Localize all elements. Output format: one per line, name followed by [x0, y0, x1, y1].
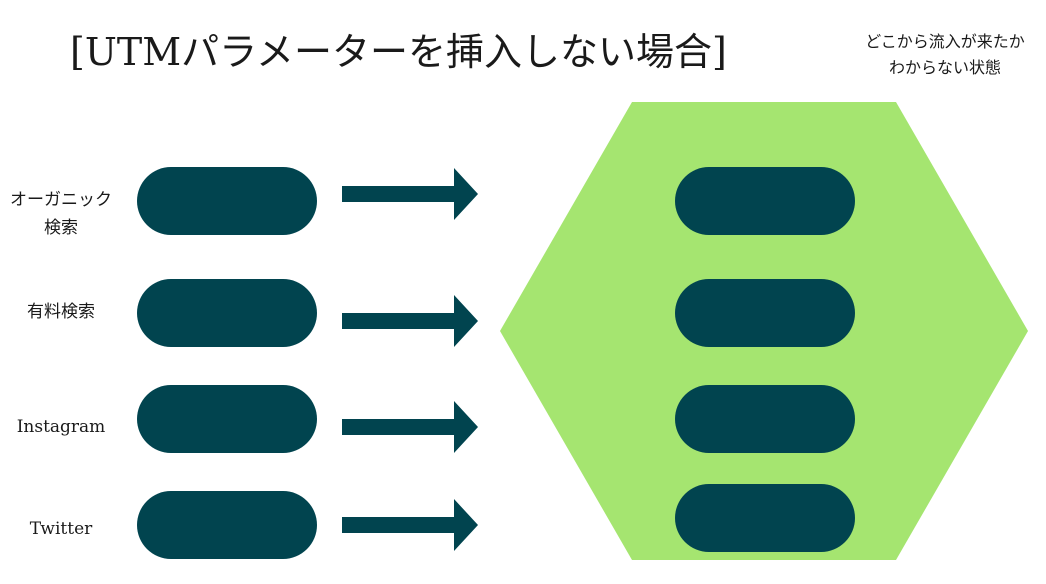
source-pill-twitter — [137, 491, 317, 559]
annotation-note: どこから流入が来たか わからない状態 — [845, 29, 1045, 81]
destination-pill-4 — [675, 484, 855, 552]
source-label-organic-search: オーガニック 検索 — [0, 186, 122, 242]
destination-pill-1 — [675, 167, 855, 235]
annotation-note-line-2: わからない状態 — [888, 58, 1001, 77]
flow-arrow-instagram — [342, 401, 478, 453]
diagram-title: [UTMパラメーターを挿入しない場合] — [70, 30, 727, 74]
source-pill-organic-search — [137, 167, 317, 235]
source-label-organic-search-line-1: オーガニック — [10, 190, 112, 210]
source-pill-instagram — [137, 385, 317, 453]
source-label-organic-search-line-2: 検索 — [44, 218, 78, 238]
source-label-instagram: Instagram — [16, 417, 106, 437]
flow-arrow-twitter — [342, 499, 478, 551]
source-label-paid-search: 有料検索 — [27, 302, 95, 322]
source-label-twitter: Twitter — [29, 519, 93, 539]
destination-pill-3 — [675, 385, 855, 453]
annotation-note-line-1: どこから流入が来たか — [865, 32, 1025, 51]
flow-arrow-organic-search — [342, 168, 478, 220]
destination-pill-2 — [675, 279, 855, 347]
flow-arrow-paid-search — [342, 295, 478, 347]
source-pill-paid-search — [137, 279, 317, 347]
